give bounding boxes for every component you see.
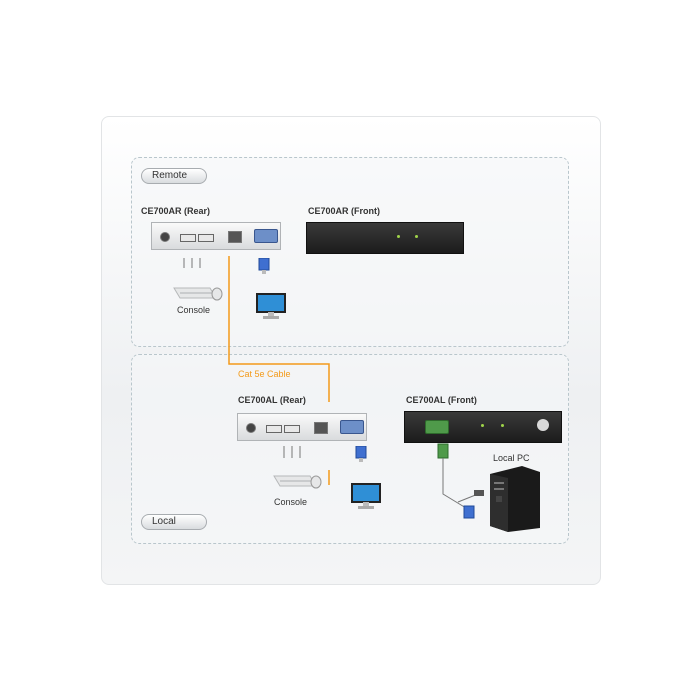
vga-port (340, 420, 364, 434)
remote-zone-label: Remote (141, 168, 207, 184)
vga-port (254, 229, 278, 243)
remote-console-label: Console (177, 305, 211, 315)
local-console-label: Console (274, 497, 308, 507)
rj45-port (228, 231, 242, 243)
power-jack (246, 423, 256, 433)
status-led (415, 235, 418, 238)
usb-port (284, 425, 300, 433)
local-pc-label: Local PC (493, 453, 530, 463)
status-led (397, 235, 400, 238)
button (537, 419, 549, 431)
local-rear-unit (237, 413, 367, 441)
mouse-icon (310, 475, 322, 489)
local-zone-label: Local (141, 514, 207, 530)
power-jack (160, 232, 170, 242)
local-front-title: CE700AL (Front) (406, 395, 477, 405)
monitor-icon (256, 258, 286, 319)
remote-front-title: CE700AR (Front) (308, 206, 381, 216)
mouse-icon (211, 287, 223, 301)
remote-rear-unit (151, 222, 281, 250)
cable-label: Cat 5e Cable (238, 369, 291, 379)
vga-connector-icon (437, 443, 484, 519)
usb-port (266, 425, 282, 433)
usb-port (180, 234, 196, 242)
local-rear-title: CE700AL (Rear) (238, 395, 306, 405)
local-front-unit (404, 411, 562, 443)
monitor-icon (351, 446, 381, 509)
usb-port (198, 234, 214, 242)
pc-tower-icon (490, 466, 540, 532)
status-led (481, 424, 484, 427)
status-led (501, 424, 504, 427)
keyboard-icon (173, 258, 217, 299)
rj45-port (314, 422, 328, 434)
remote-rear-title: CE700AR (Rear) (141, 206, 211, 216)
vga-port (425, 420, 449, 434)
remote-front-unit (306, 222, 464, 254)
